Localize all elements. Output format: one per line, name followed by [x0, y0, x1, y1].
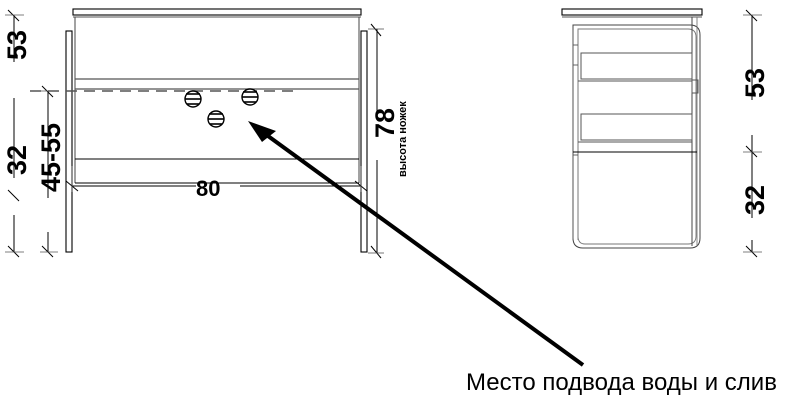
dimension-label-left-53: 53: [2, 29, 32, 60]
dimension-label-78: 78: [370, 107, 400, 138]
drain-outlet-icon: [207, 110, 225, 128]
front-elevation-view: [30, 8, 384, 259]
dimension-label-width-80: 80: [196, 176, 221, 201]
inner-dimension-chain: [40, 85, 58, 258]
side-countertop: [561, 8, 703, 18]
side-elevation-view: [561, 8, 703, 249]
side-upper-drawer: [578, 52, 693, 82]
side-drawer-handle: [691, 79, 699, 94]
dimension-label-left-45-55: 45-55: [36, 122, 66, 192]
water-supply-right-icon: [241, 88, 259, 106]
dimension-label-left-32: 32: [2, 144, 32, 175]
outer-dimension-chain: [5, 9, 24, 258]
width-dimension-line: [65, 166, 368, 192]
side-cabinet-body: [572, 24, 701, 249]
cabinet-body: [74, 17, 360, 184]
callout-leader-arrow: [248, 121, 585, 367]
side-lower-drawer: [578, 113, 693, 143]
leg-height-annotation: высота ножек: [397, 101, 409, 177]
callout-text-label: Место подвода воды и слив: [466, 369, 777, 396]
countertop: [72, 8, 362, 18]
left-dimension-chains: [5, 9, 58, 258]
plumbing-connection-symbols: [184, 88, 259, 128]
leg-height-dimension-line: [368, 23, 384, 259]
side-front-panel: [572, 30, 579, 240]
right-dimension-chain: [743, 9, 762, 258]
cabinet-legs: [65, 30, 368, 253]
water-supply-left-icon: [184, 90, 202, 108]
dimension-label-right-53: 53: [740, 67, 770, 98]
dimension-label-right-32: 32: [740, 184, 770, 215]
